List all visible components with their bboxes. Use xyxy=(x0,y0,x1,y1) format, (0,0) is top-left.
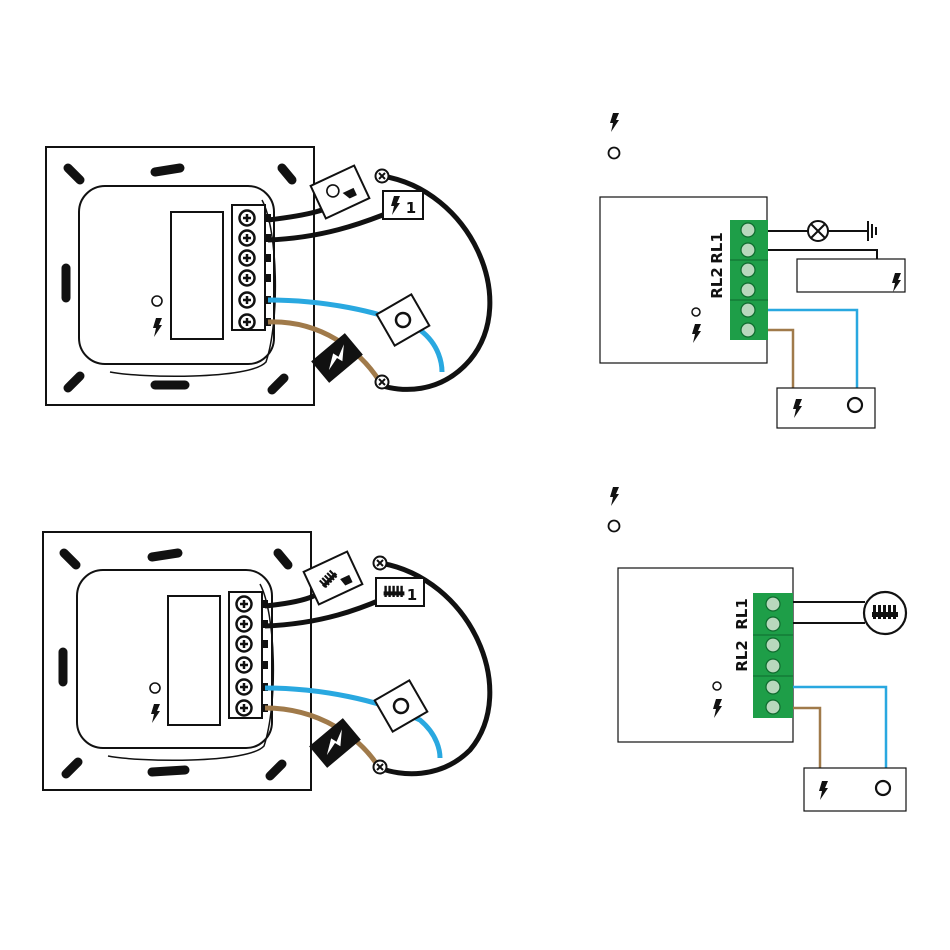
neutral-circle-icon xyxy=(713,682,721,690)
neutral-circle-icon xyxy=(152,296,162,306)
live-wire xyxy=(768,330,793,388)
live-tag xyxy=(309,718,361,768)
neutral-wire xyxy=(793,687,886,768)
neutral-circle-icon xyxy=(876,781,890,795)
schematic-1: RL1 RL2 xyxy=(600,113,905,428)
legend-live-icon xyxy=(610,113,619,132)
legend-neutral-icon xyxy=(609,148,620,159)
neutral-wire xyxy=(768,310,857,388)
badge-number: 1 xyxy=(406,199,416,217)
legend-neutral-icon xyxy=(609,521,620,532)
lamp-icon xyxy=(808,221,828,241)
screw-icon xyxy=(376,170,389,183)
heater-icon xyxy=(864,592,906,634)
heater-icon xyxy=(384,586,405,597)
terminal-strip xyxy=(753,593,793,718)
terminal-strip xyxy=(730,220,768,340)
screw-icon xyxy=(374,761,387,774)
neutral-tag xyxy=(377,294,430,345)
display-window xyxy=(168,596,220,725)
relay-label-2: RL2 xyxy=(733,640,751,672)
earth-ground-icon xyxy=(868,221,876,241)
heater-relay-tag: 1 xyxy=(376,578,424,606)
badge-number: 1 xyxy=(407,586,417,604)
relay-label-1: RL1 xyxy=(708,232,726,264)
thermostat-mounting-view-2: 1 xyxy=(43,532,490,790)
screw-icon xyxy=(376,376,389,389)
thermostat-mounting-view-1: 1 xyxy=(46,147,490,405)
display-window xyxy=(171,212,223,339)
live-relay-tag: 1 xyxy=(383,191,423,219)
neutral-tag xyxy=(375,680,428,731)
neutral-circle-icon xyxy=(150,683,160,693)
live-wire xyxy=(793,708,820,768)
neutral-circle-icon xyxy=(848,398,862,412)
supply-box xyxy=(797,259,905,292)
screw-icon xyxy=(374,557,387,570)
relay-label-1: RL1 xyxy=(733,598,751,630)
neutral-circle-icon xyxy=(692,308,700,316)
relay-label-2: RL2 xyxy=(708,267,726,299)
live-tag xyxy=(311,333,363,383)
schematic-2: RL1 RL2 xyxy=(609,487,907,811)
legend-live-icon xyxy=(610,487,619,506)
